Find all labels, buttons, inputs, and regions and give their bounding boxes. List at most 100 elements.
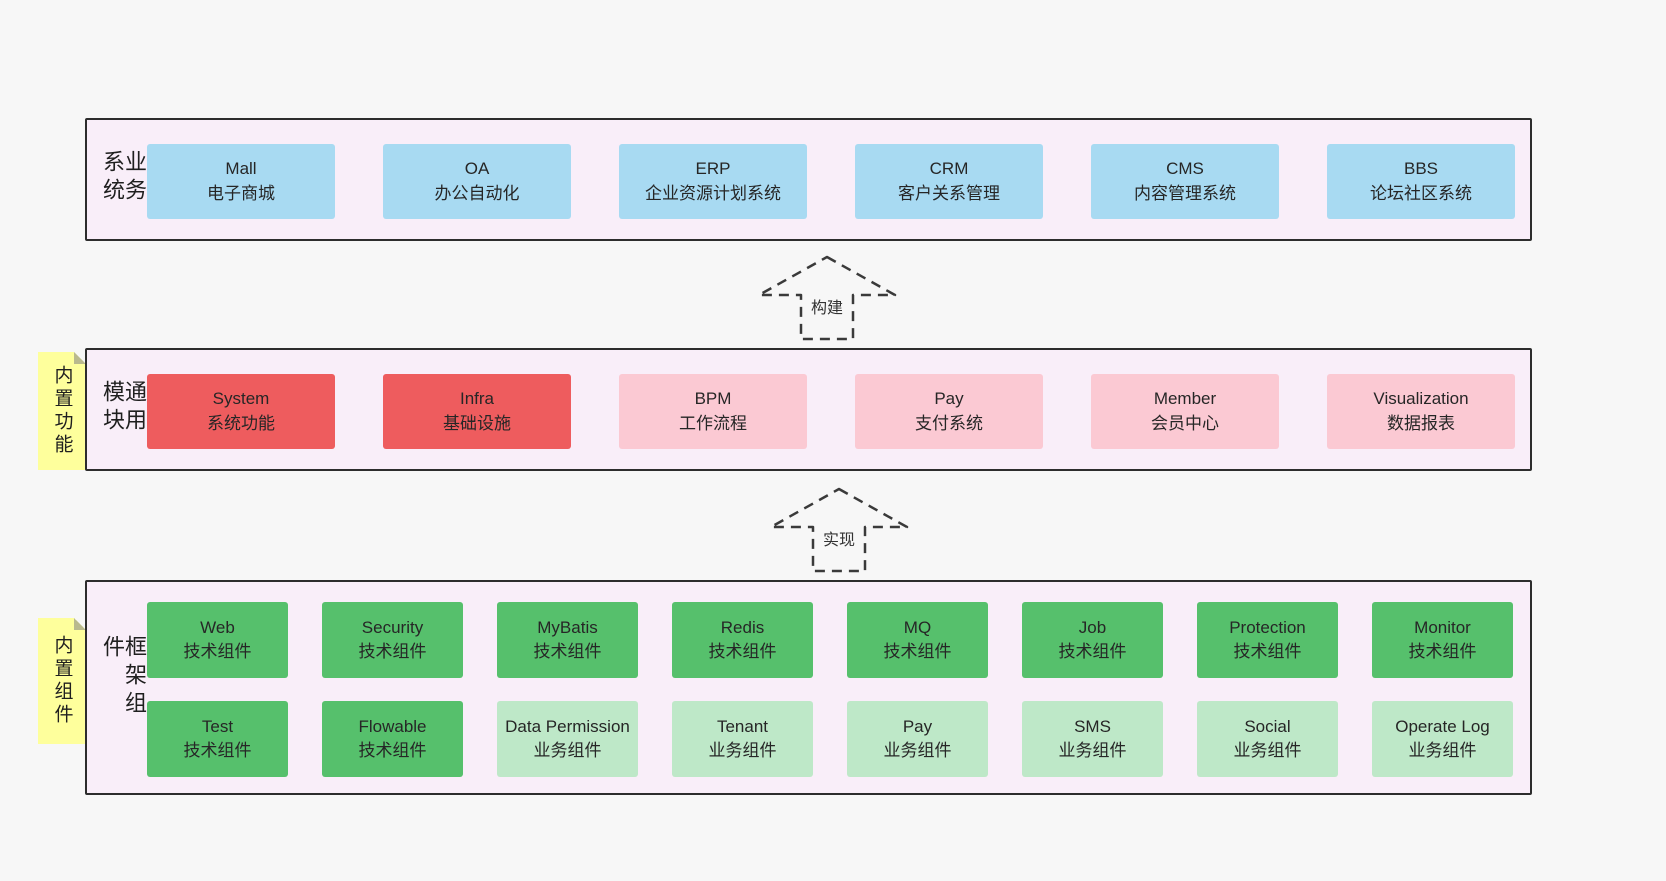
box-data-permission: Data Permission 业务组件 [497, 701, 638, 777]
box-title: Security [361, 617, 424, 637]
box-subtitle: 技术组件 [183, 741, 252, 760]
box-bpm: BPM 工作流程 [619, 374, 807, 449]
up-arrow-icon [769, 487, 909, 573]
box-title: Member [1153, 389, 1217, 409]
box-bbs: BBS 论坛社区系统 [1327, 144, 1515, 219]
arrow-implement-label: 实现 [818, 525, 860, 551]
box-subtitle: 会员中心 [1151, 413, 1219, 433]
box-subtitle: 基础设施 [443, 413, 511, 433]
box-test: Test 技术组件 [147, 701, 288, 777]
box-title: Visualization [1373, 389, 1469, 409]
box-mall: Mall 电子商城 [147, 144, 335, 219]
box-tenant: Tenant 业务组件 [672, 701, 813, 777]
box-subtitle: 业务组件 [883, 741, 952, 760]
box-subtitle: 技术组件 [1058, 642, 1127, 661]
box-title: System [212, 389, 270, 409]
box-title: BBS [1403, 159, 1439, 179]
box-protection: Protection 技术组件 [1197, 602, 1338, 678]
box-subtitle: 业务组件 [533, 741, 602, 760]
box-subtitle: 支付系统 [915, 413, 983, 433]
up-arrow-icon [757, 255, 897, 341]
panel-common-modules: 通用模块 System 系统功能 Infra 基础设施 BPM 工作流程 Pay… [85, 348, 1532, 471]
panel-framework-label: 框架组件 [100, 634, 147, 719]
box-title: Operate Log [1395, 716, 1490, 736]
box-subtitle: 客户关系管理 [898, 183, 1000, 203]
panel-framework-components: 框架组件 Web 技术组件 Security 技术组件 MyBatis 技术组件… [85, 580, 1532, 795]
box-title: BPM [694, 389, 732, 409]
box-subtitle: 论坛社区系统 [1370, 183, 1472, 203]
box-subtitle: 系统功能 [207, 413, 275, 433]
box-subtitle: 办公自动化 [434, 183, 520, 203]
box-title: MQ [903, 617, 932, 637]
box-title: Infra [459, 389, 495, 409]
box-title: SMS [1074, 716, 1111, 736]
box-subtitle: 企业资源计划系统 [645, 183, 781, 203]
box-title: Flowable [358, 716, 427, 736]
box-oa: OA 办公自动化 [383, 144, 571, 219]
box-title: CRM [929, 159, 969, 179]
box-subtitle: 业务组件 [1058, 741, 1127, 760]
box-infra: Infra 基础设施 [383, 374, 571, 449]
arrow-build-label: 构建 [806, 293, 848, 319]
box-title: Redis [720, 617, 765, 637]
box-sms: SMS 业务组件 [1022, 701, 1163, 777]
box-subtitle: 数据报表 [1387, 413, 1455, 433]
box-title: Web [200, 617, 235, 637]
box-title: Mall [225, 159, 257, 179]
panel-business-systems: 业务系统 Mall 电子商城 OA 办公自动化 ERP 企业资源计划系统 CRM… [85, 118, 1532, 241]
box-subtitle: 技术组件 [358, 741, 427, 760]
box-system: System 系统功能 [147, 374, 335, 449]
sticky-built-in-components: 内置组件 [38, 618, 86, 744]
arrow-implement: 实现 [768, 486, 910, 574]
box-title: Pay [934, 389, 964, 409]
box-title: Monitor [1414, 617, 1471, 637]
box-title: Pay [902, 716, 933, 736]
box-title: Tenant [716, 716, 769, 736]
box-flowable: Flowable 技术组件 [322, 701, 463, 777]
box-crm: CRM 客户关系管理 [855, 144, 1043, 219]
box-subtitle: 技术组件 [183, 642, 252, 661]
box-subtitle: 业务组件 [708, 741, 777, 760]
box-title: Test [201, 716, 234, 736]
box-cms: CMS 内容管理系统 [1091, 144, 1279, 219]
box-subtitle: 技术组件 [533, 642, 602, 661]
box-pay-module: Pay 支付系统 [855, 374, 1043, 449]
box-operate-log: Operate Log 业务组件 [1372, 701, 1513, 777]
box-subtitle: 技术组件 [358, 642, 427, 661]
sticky-label: 内置功能 [51, 365, 73, 457]
sticky-built-in-features: 内置功能 [38, 352, 86, 470]
box-subtitle: 电子商城 [207, 183, 275, 203]
box-title: Social [1244, 716, 1291, 736]
box-title: MyBatis [537, 617, 598, 637]
box-mybatis: MyBatis 技术组件 [497, 602, 638, 678]
box-title: Job [1078, 617, 1107, 637]
box-visualization: Visualization 数据报表 [1327, 374, 1515, 449]
box-subtitle: 业务组件 [1233, 741, 1302, 760]
box-security: Security 技术组件 [322, 602, 463, 678]
box-title: Data Permission [505, 716, 630, 736]
box-title: CMS [1166, 159, 1204, 179]
box-mq: MQ 技术组件 [847, 602, 988, 678]
box-member: Member 会员中心 [1091, 374, 1279, 449]
sticky-label: 内置组件 [51, 635, 73, 727]
box-title: Protection [1229, 617, 1306, 637]
box-job: Job 技术组件 [1022, 602, 1163, 678]
box-subtitle: 技术组件 [1233, 642, 1302, 661]
box-subtitle: 技术组件 [883, 642, 952, 661]
box-pay-component: Pay 业务组件 [847, 701, 988, 777]
panel-common-label: 通用模块 [100, 379, 147, 436]
box-redis: Redis 技术组件 [672, 602, 813, 678]
panel-business-label: 业务系统 [100, 149, 147, 206]
box-subtitle: 技术组件 [1408, 642, 1477, 661]
box-subtitle: 工作流程 [679, 413, 747, 433]
box-subtitle: 业务组件 [1408, 741, 1477, 760]
box-erp: ERP 企业资源计划系统 [619, 144, 807, 219]
box-subtitle: 内容管理系统 [1134, 183, 1236, 203]
box-web: Web 技术组件 [147, 602, 288, 678]
box-social: Social 业务组件 [1197, 701, 1338, 777]
box-title: ERP [695, 159, 731, 179]
box-subtitle: 技术组件 [708, 642, 777, 661]
box-title: OA [464, 159, 490, 179]
arrow-build: 构建 [756, 254, 898, 342]
